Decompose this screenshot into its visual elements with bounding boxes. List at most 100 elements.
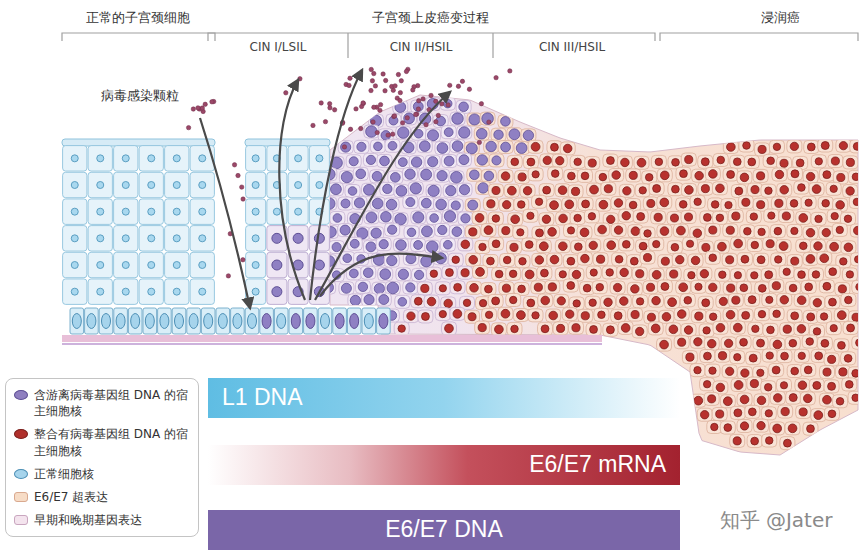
cell bbox=[586, 323, 601, 336]
cell-nucleus bbox=[688, 272, 695, 279]
cell-nucleus bbox=[364, 295, 374, 305]
cell-nucleus bbox=[604, 298, 612, 306]
cell bbox=[800, 392, 815, 405]
bracket bbox=[62, 33, 215, 41]
cell bbox=[697, 267, 712, 280]
cell-nucleus bbox=[451, 171, 463, 183]
cell-nucleus bbox=[805, 283, 813, 291]
cell-nucleus bbox=[742, 198, 750, 206]
cell-body bbox=[411, 238, 426, 251]
cell-body bbox=[796, 239, 811, 252]
cell bbox=[481, 283, 496, 296]
cell-nucleus bbox=[614, 312, 622, 320]
cell-body bbox=[808, 268, 823, 281]
cell bbox=[545, 225, 560, 238]
cell-nucleus bbox=[813, 299, 821, 307]
cell bbox=[827, 240, 842, 253]
cell-body bbox=[532, 195, 547, 208]
cell bbox=[786, 282, 801, 295]
cell-body bbox=[731, 378, 746, 391]
cell-body bbox=[772, 168, 787, 181]
cell-body bbox=[657, 338, 672, 351]
cell-body bbox=[769, 364, 784, 377]
cell bbox=[744, 155, 759, 168]
cell-body bbox=[190, 199, 214, 224]
cell-body bbox=[593, 253, 608, 266]
cell bbox=[730, 434, 745, 447]
cell bbox=[339, 282, 354, 295]
cell-nucleus bbox=[541, 325, 549, 333]
cell-body bbox=[744, 155, 759, 168]
cell-nucleus bbox=[780, 382, 787, 389]
cell-nucleus bbox=[262, 314, 271, 329]
cell-nucleus bbox=[507, 186, 516, 195]
cell-body bbox=[594, 308, 609, 321]
cell bbox=[796, 239, 811, 252]
cell bbox=[345, 185, 360, 198]
cell bbox=[674, 308, 689, 321]
cell-nucleus bbox=[379, 314, 388, 329]
cell bbox=[753, 169, 768, 182]
cell-body bbox=[499, 282, 514, 295]
cell-nucleus bbox=[148, 288, 155, 295]
cell bbox=[730, 321, 745, 334]
cell-nucleus bbox=[780, 186, 789, 195]
cell-nucleus bbox=[766, 352, 773, 359]
cell-body bbox=[810, 240, 825, 253]
cell-body bbox=[537, 267, 552, 280]
cell-nucleus bbox=[780, 159, 788, 167]
cell bbox=[562, 308, 577, 321]
cell bbox=[779, 265, 794, 278]
cell-body bbox=[143, 308, 157, 334]
cell-nucleus bbox=[716, 383, 724, 391]
cell bbox=[532, 195, 547, 208]
cell-body bbox=[216, 308, 230, 334]
cell-body bbox=[691, 394, 706, 407]
cell bbox=[676, 198, 691, 211]
cell-body bbox=[545, 225, 560, 238]
basal-cell bbox=[333, 308, 347, 334]
cell-nucleus bbox=[653, 240, 660, 247]
cell-nucleus bbox=[701, 185, 709, 193]
cell-body bbox=[339, 171, 354, 184]
cell-nucleus bbox=[573, 300, 580, 307]
cell-nucleus bbox=[484, 171, 494, 181]
cell-nucleus bbox=[775, 170, 783, 178]
cell-nucleus bbox=[838, 341, 846, 349]
cell bbox=[721, 337, 736, 350]
cell-body bbox=[562, 308, 577, 321]
cell-nucleus bbox=[741, 255, 749, 263]
normal-cell bbox=[267, 279, 287, 304]
cell bbox=[657, 196, 672, 209]
cell bbox=[833, 395, 848, 408]
virus-particle bbox=[436, 113, 440, 117]
cell bbox=[442, 210, 457, 223]
cell-nucleus bbox=[612, 171, 620, 179]
basal-layer bbox=[70, 308, 390, 334]
cell bbox=[553, 322, 568, 335]
cell-nucleus bbox=[694, 338, 702, 346]
cell-nucleus bbox=[639, 242, 647, 250]
cell-body bbox=[825, 265, 840, 278]
cell-body bbox=[667, 212, 682, 225]
cell bbox=[681, 183, 696, 196]
cell-nucleus bbox=[439, 310, 446, 317]
cell-body bbox=[260, 308, 274, 334]
cell-nucleus bbox=[469, 114, 480, 125]
normal-cell bbox=[139, 226, 163, 251]
cell bbox=[604, 239, 619, 252]
cell-body bbox=[722, 365, 737, 378]
cell-body bbox=[267, 252, 287, 277]
cell bbox=[633, 295, 648, 308]
cell-nucleus bbox=[452, 256, 459, 263]
cell bbox=[713, 321, 728, 334]
cell-nucleus bbox=[837, 173, 845, 181]
cell-nucleus bbox=[844, 215, 851, 222]
cell bbox=[450, 307, 465, 320]
cell-nucleus bbox=[574, 214, 582, 222]
normal-cell bbox=[88, 146, 112, 171]
cell-body bbox=[692, 169, 707, 182]
cell-body bbox=[794, 181, 809, 194]
cell-nucleus bbox=[588, 159, 596, 167]
cell-nucleus bbox=[461, 240, 470, 249]
